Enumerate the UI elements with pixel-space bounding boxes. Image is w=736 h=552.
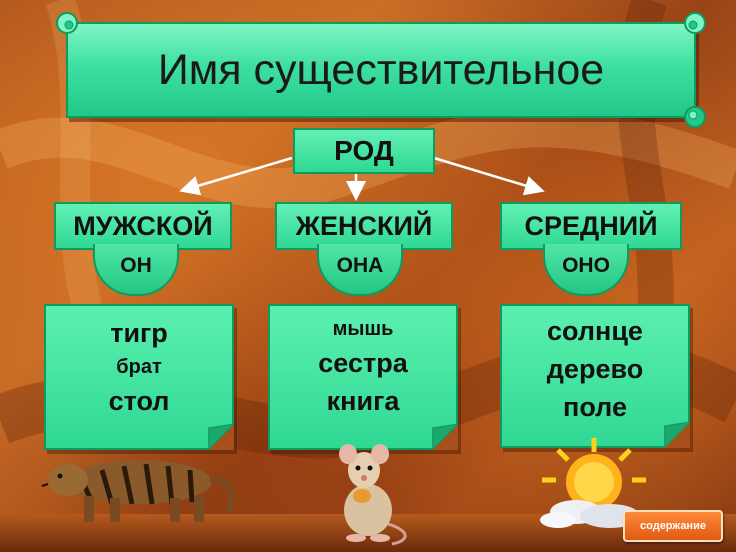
page-fold-icon: [664, 422, 690, 448]
examples-masculine: тигр брат стол: [44, 304, 234, 450]
example-word: брат: [116, 356, 162, 378]
sun-with-clouds-icon: [540, 438, 646, 528]
example-word: стол: [108, 386, 170, 416]
example-word: солнце: [547, 316, 643, 346]
contents-button[interactable]: содержание: [623, 510, 723, 542]
example-word: тигр: [110, 318, 168, 348]
example-word: мышь: [332, 318, 394, 340]
category-box: РОД: [293, 128, 435, 174]
title-banner: Имя существительное: [56, 12, 706, 128]
example-word: поле: [563, 392, 627, 422]
gender-neuter: СРЕДНИЙ: [500, 202, 682, 250]
gender-feminine: ЖЕНСКИЙ: [275, 202, 453, 250]
page-fold-icon: [208, 424, 234, 450]
scroll-curl-icon: [684, 106, 706, 128]
gender-masculine: МУЖСКОЙ: [54, 202, 232, 250]
example-word: сестра: [318, 348, 408, 378]
scroll-curl-icon: [684, 12, 706, 34]
page-title: Имя существительное: [157, 46, 605, 94]
example-word: дерево: [546, 354, 644, 384]
examples-feminine: мышь сестра книга: [268, 304, 458, 450]
tiger-icon: [41, 460, 235, 522]
scroll-curl-icon: [56, 12, 78, 34]
example-word: книга: [326, 386, 400, 416]
page-fold-icon: [432, 424, 458, 450]
mouse-icon: [339, 444, 407, 546]
examples-neuter: солнце дерево поле: [500, 304, 690, 448]
